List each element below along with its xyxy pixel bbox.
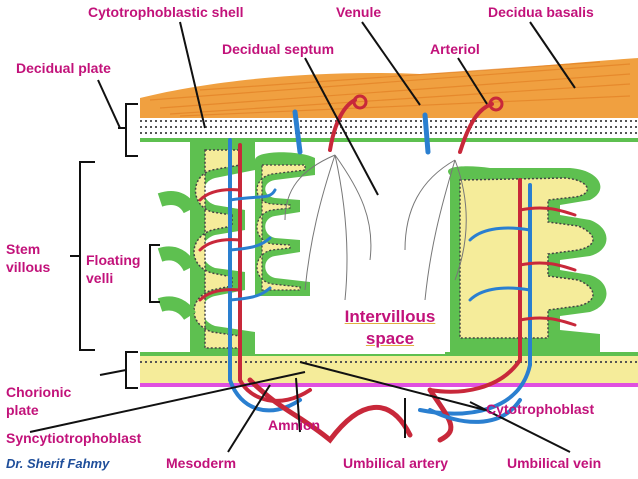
label-chorionic-plate-2: plate — [6, 402, 39, 418]
chorionic-plate — [140, 352, 638, 387]
cytotrophoblastic-shell — [140, 118, 638, 142]
label-decidua-basalis: Decidua basalis — [488, 4, 594, 20]
label-decidual-septum: Decidual septum — [222, 41, 335, 57]
label-umbilical-artery: Umbilical artery — [343, 455, 449, 471]
label-intervillous-2: space — [365, 329, 415, 348]
label-stem-villous-2: villous — [6, 259, 51, 275]
label-syncytiotrophoblast: Syncytiotrophoblast — [6, 430, 142, 446]
label-intervillous-1: Intervillous — [344, 307, 436, 326]
stem-villous-bracket — [70, 161, 95, 351]
label-amnion: Amnion — [268, 417, 321, 433]
label-mesoderm: Mesoderm — [166, 455, 237, 471]
left-stem-villus — [157, 142, 255, 354]
label-floating-velli-1: Floating — [86, 252, 141, 268]
leader-lines — [29, 21, 576, 453]
label-decidual-plate: Decidual plate — [16, 60, 111, 76]
chorionic-plate-bracket — [99, 351, 138, 389]
flow-arrows — [284, 154, 467, 301]
right-stem-villus — [448, 166, 607, 354]
blood-vessels — [198, 94, 577, 444]
floating-velli-bracket — [149, 244, 160, 303]
decidual-plate-bracket — [118, 103, 138, 157]
middle-villi — [255, 152, 315, 296]
label-chorionic-plate-1: Chorionic — [6, 384, 72, 400]
label-arteriol: Arteriol — [430, 41, 480, 57]
author-credit: Dr. Sherif Fahmy — [6, 456, 110, 471]
label-venule: Venule — [336, 4, 382, 20]
label-intervillous-space: Intervillous space — [320, 306, 460, 350]
label-cytotrophoblast: Cytotrophoblast — [486, 401, 595, 417]
label-cytotrophoblastic-shell: Cytotrophoblastic shell — [88, 4, 244, 20]
label-umbilical-vein: Umbilical vein — [507, 455, 602, 471]
label-floating-velli-2: velli — [86, 270, 114, 286]
label-stem-villous-1: Stem — [6, 241, 41, 257]
